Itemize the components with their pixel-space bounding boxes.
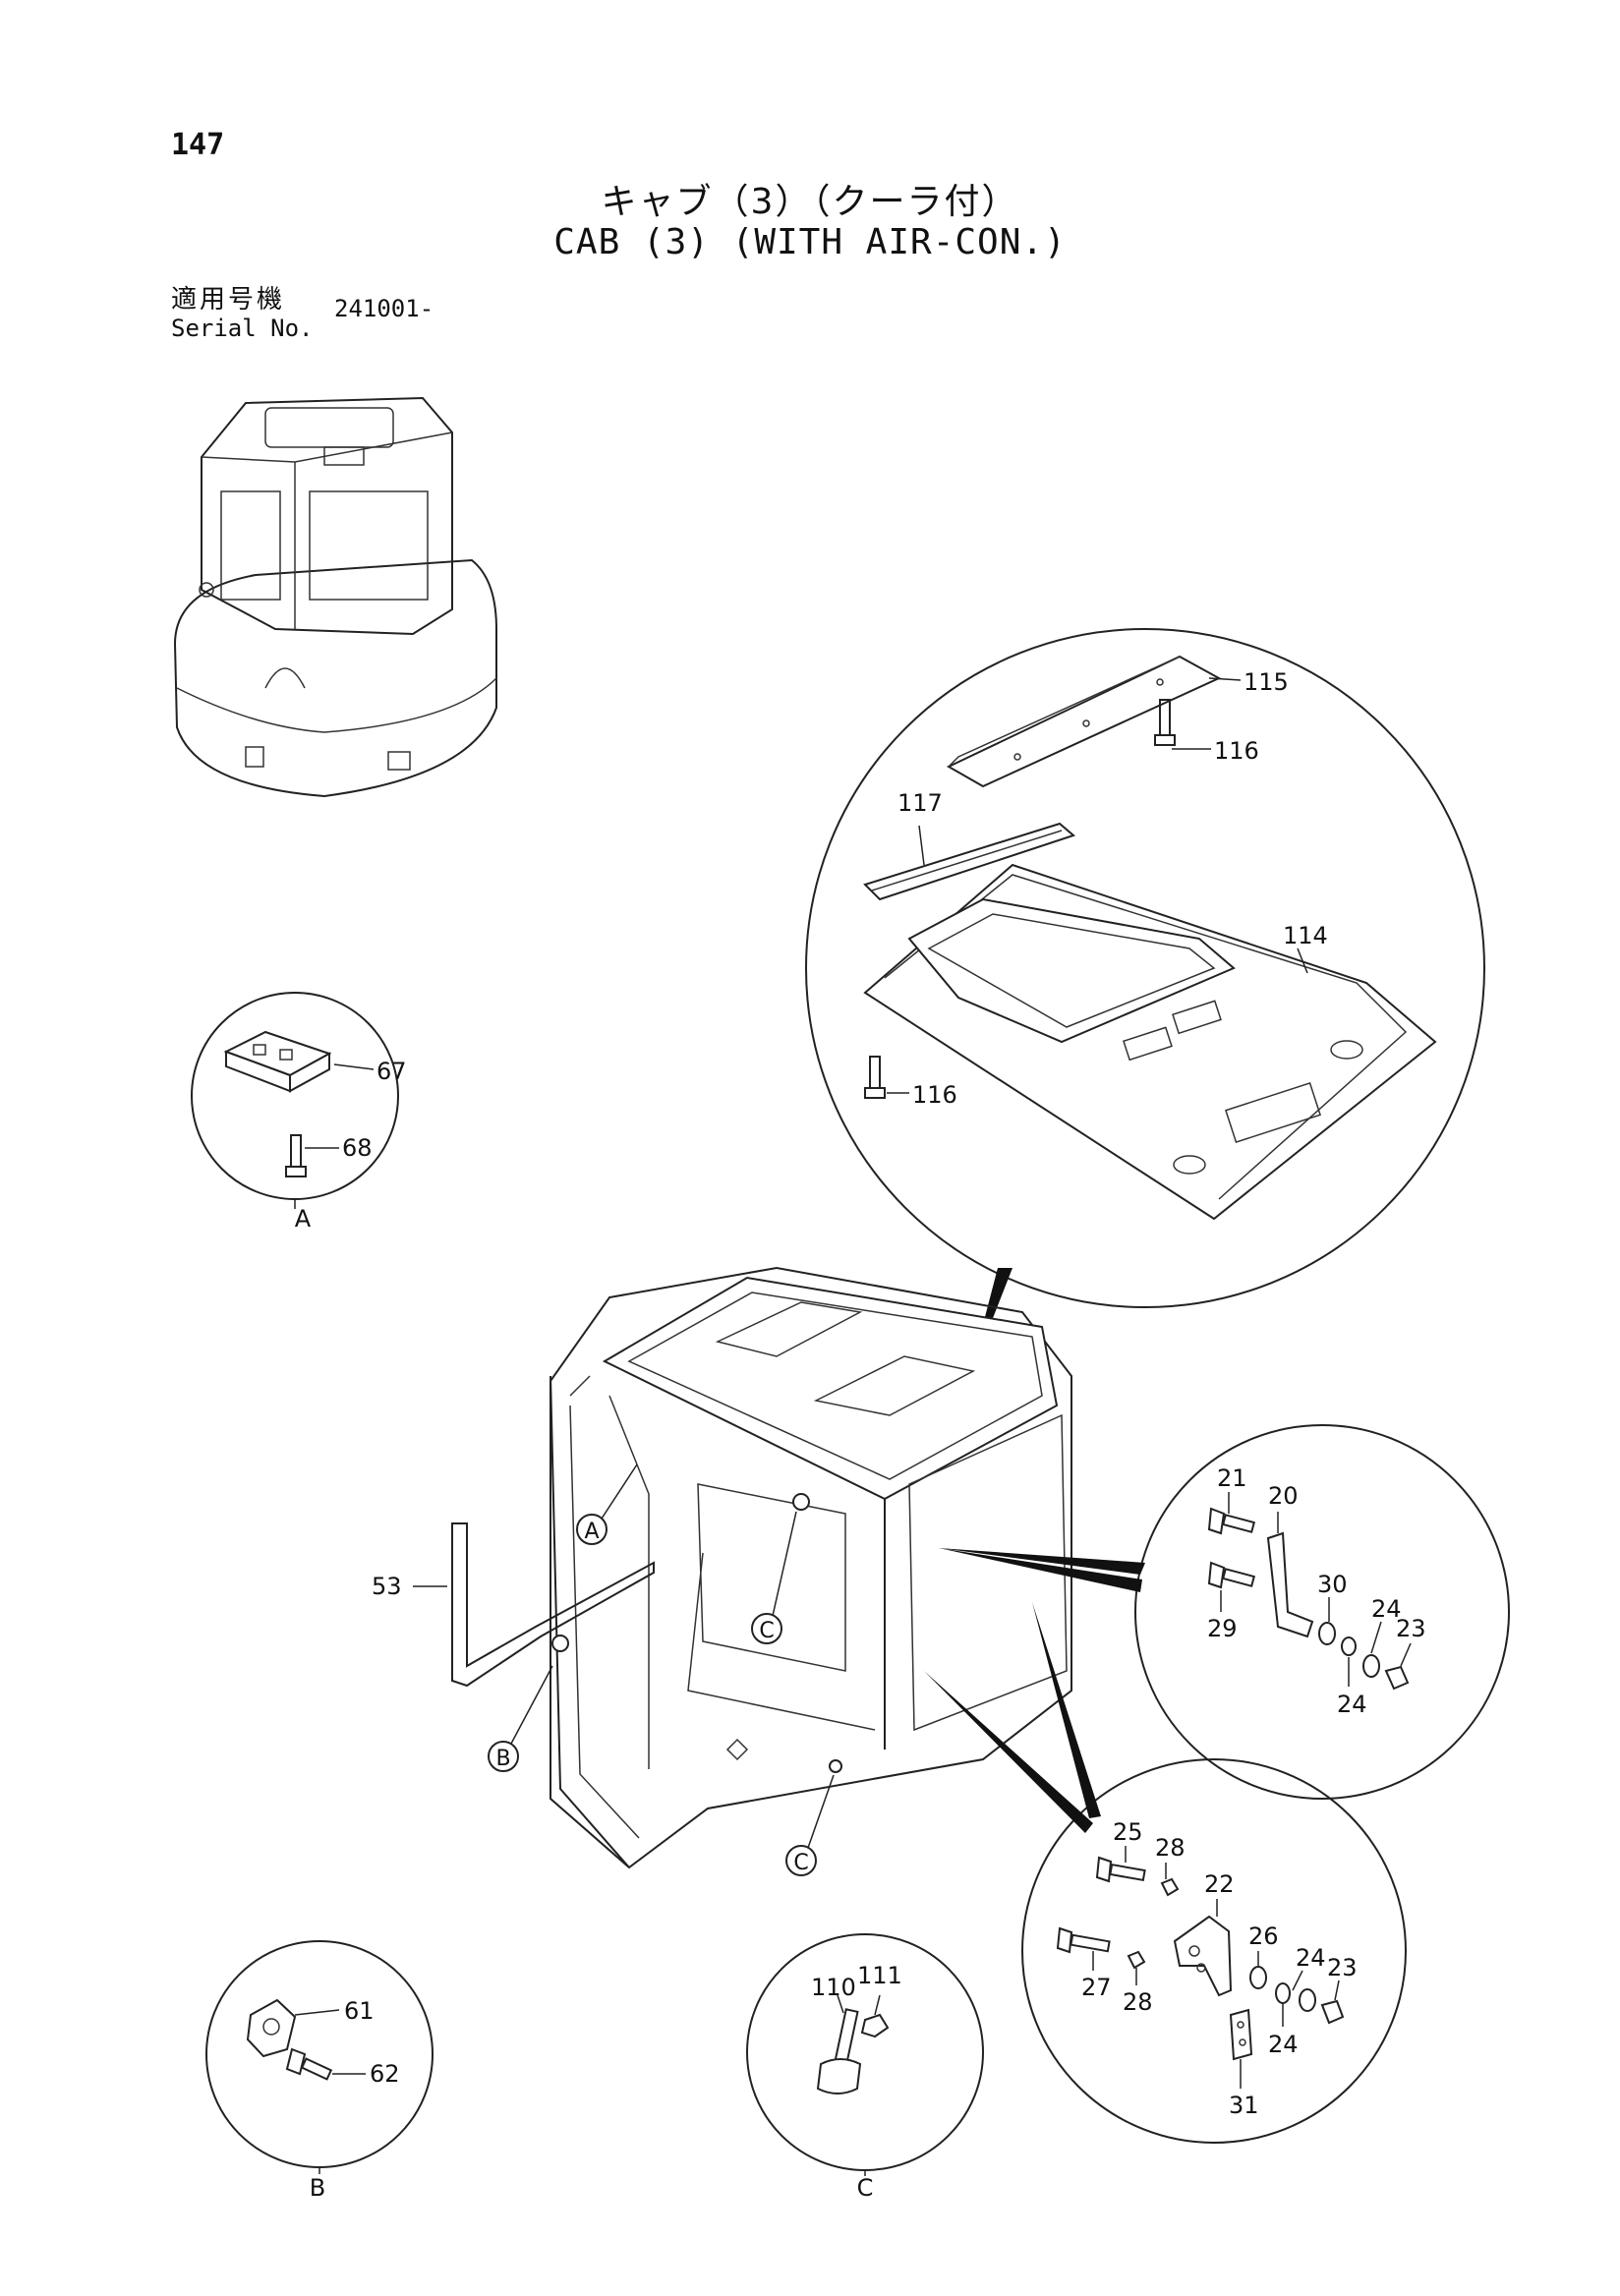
callout-22: 22 — [1204, 1870, 1235, 1898]
detail-view-b: 61 62 B — [205, 1940, 434, 2202]
callout-24-lower: 24 — [1337, 1691, 1367, 1718]
serial-label-english: Serial No. — [171, 315, 314, 342]
callout-31: 31 — [1229, 2092, 1259, 2119]
callout-29: 29 — [1207, 1615, 1238, 1642]
callout-116-lower: 116 — [912, 1081, 957, 1109]
callout-62: 62 — [370, 2060, 400, 2088]
callout-117: 117 — [897, 789, 943, 817]
title-japanese: キャブ（3）（クーラ付） — [601, 182, 1019, 222]
detail-label-a: A — [295, 1205, 312, 1233]
callout-61: 61 — [344, 1997, 375, 2025]
detail-label-c: C — [857, 2174, 874, 2202]
callout-21: 21 — [1217, 1464, 1247, 1492]
callout-20: 20 — [1268, 1482, 1299, 1510]
callout-23-upper: 23 — [1396, 1615, 1426, 1642]
roof-detail-view: 115 116 117 114 116 — [805, 628, 1485, 1381]
callout-67: 67 — [376, 1058, 407, 1085]
hinge-detail-lower: 25 28 22 26 24 23 27 28 24 31 — [924, 1602, 1407, 2144]
marker-b: B — [495, 1747, 510, 1771]
marker-c-upper: C — [759, 1619, 774, 1643]
callout-24-right: 24 — [1296, 1944, 1326, 1972]
main-cab-assembly: 53 A B C C — [372, 1266, 1072, 1876]
callout-115: 115 — [1244, 668, 1289, 696]
page-number: 147 — [171, 128, 225, 162]
callout-114: 114 — [1283, 922, 1328, 949]
title-english: CAB (3) (WITH AIR-CON.) — [553, 222, 1067, 262]
callout-25: 25 — [1113, 1818, 1143, 1846]
callout-30: 30 — [1317, 1571, 1348, 1598]
detail-label-b: B — [310, 2174, 325, 2202]
serial-label-japanese: 適用号機 — [171, 285, 286, 315]
machine-overview-illustration — [173, 396, 497, 798]
callout-24-bottom: 24 — [1268, 2031, 1299, 2058]
detail-view-a: 67 68 A — [191, 992, 407, 1233]
callout-28-lower: 28 — [1123, 1988, 1153, 2016]
callout-24-upper: 24 — [1371, 1595, 1402, 1623]
marker-c-lower: C — [793, 1851, 808, 1875]
callout-111: 111 — [857, 1962, 902, 1989]
marker-a: A — [584, 1520, 599, 1544]
callout-28-upper: 28 — [1155, 1834, 1186, 1862]
callout-26: 26 — [1248, 1923, 1279, 1950]
callout-23-lower: 23 — [1327, 1954, 1358, 1981]
callout-53: 53 — [372, 1573, 402, 1600]
callout-68: 68 — [342, 1134, 373, 1162]
serial-number-range: 241001- — [334, 295, 434, 322]
callout-116-upper: 116 — [1214, 737, 1259, 765]
detail-view-c: 111 110 C — [746, 1933, 984, 2202]
hinge-detail-upper: 21 20 30 24 23 29 24 — [939, 1424, 1510, 1800]
callout-27: 27 — [1081, 1974, 1112, 2001]
callout-110: 110 — [811, 1974, 856, 2001]
